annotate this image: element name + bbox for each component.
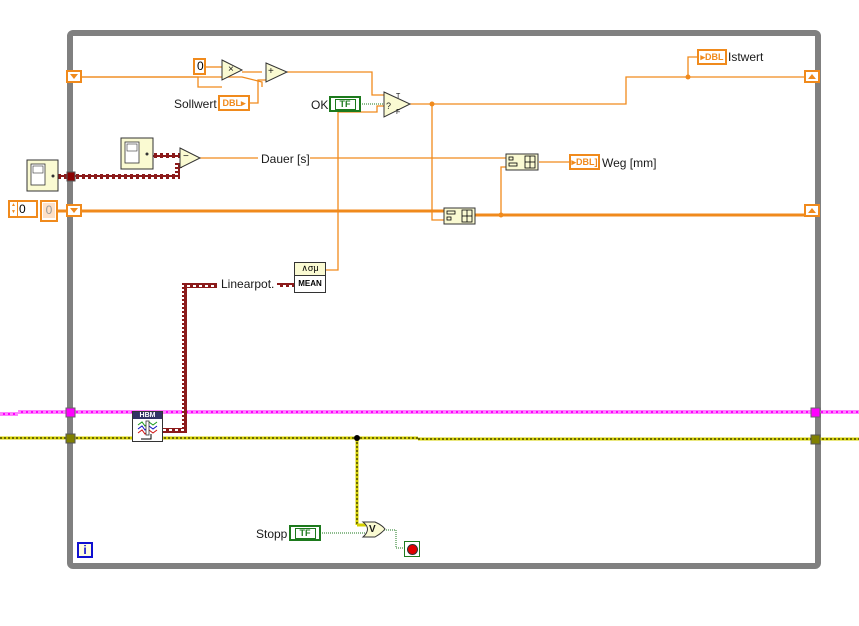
get-date-time-node-outer[interactable] [26,159,59,192]
multiply-glyph: × [228,64,234,75]
task-tunnel-left[interactable] [65,407,76,418]
weg-dbl-text: DBL [576,157,595,167]
increment-decrement-icon[interactable]: ▲▼ [10,202,18,216]
subtract-glyph: − [183,151,189,162]
waveform-read-icon [137,420,158,440]
get-date-time-node-inner[interactable] [120,137,154,170]
task-tunnel-right[interactable] [810,407,821,418]
add-glyph: + [268,66,274,77]
dauer-label: Dauer [s] [261,152,310,166]
build-array-node-top[interactable] [505,153,539,171]
multiply-constant-value: 0 [197,59,204,73]
shift-register-right-top[interactable] [804,70,820,83]
iteration-terminal-icon[interactable]: i [77,542,93,558]
error-tunnel-left[interactable] [65,433,76,444]
statistics-icon: ∧σμ [295,263,325,276]
init-shift-constant-value: 0 [43,203,55,218]
istwert-dbl-text: DBL [705,52,724,62]
hbm-daq-read-node[interactable]: HBM [132,411,163,442]
linearpot-label: Linearpot. [221,277,275,291]
istwert-label: Istwert [728,50,764,64]
ok-control-terminal[interactable]: TF [329,96,361,112]
shift-register-left-bottom[interactable] [66,204,82,217]
dbl-wires[interactable] [82,56,811,271]
istwert-indicator-terminal[interactable]: ▸DBL [697,49,727,65]
or-node[interactable] [361,521,386,538]
shift-register-left-top[interactable] [66,70,82,83]
init-shift-constant[interactable]: 0 [40,200,58,222]
bool-wires[interactable] [320,103,404,549]
multiply-node[interactable] [221,59,244,81]
select-true-glyph: T [396,93,401,100]
error-tunnel-right[interactable] [810,434,821,445]
ok-label: OK [311,98,329,112]
ok-tf-text: TF [334,99,356,110]
while-loop[interactable] [67,30,821,569]
task-wire[interactable] [0,410,859,416]
sollwert-label: Sollwert [174,97,217,111]
weg-indicator-terminal[interactable]: ▸DBL] [569,154,600,170]
shift-register-wire[interactable] [58,209,806,217]
cluster-tunnel[interactable] [66,171,76,182]
sollwert-control-terminal[interactable]: DBL▸ [218,95,250,111]
build-array-node-bottom[interactable] [443,207,476,225]
weg-label: Weg [mm] [602,156,657,170]
hbm-header: HBM [133,412,162,419]
while-loop-border[interactable] [67,30,821,569]
sollwert-dbl-text: DBL [222,98,241,108]
subtract-node[interactable] [179,147,202,169]
stopp-tf-text: TF [294,528,316,539]
multiply-constant[interactable]: 0 [193,58,206,75]
init-numeric-value: 0 [19,202,26,216]
init-numeric-control[interactable]: ▲▼ 0 [8,200,38,218]
shift-register-right-bottom[interactable] [804,204,820,217]
stopp-label: Stopp [256,527,288,541]
mean-text: MEAN [298,279,322,288]
stopp-control-terminal[interactable]: TF [289,525,321,541]
cluster-wire[interactable] [58,153,294,433]
error-wire[interactable] [0,435,859,527]
select-node[interactable] [383,91,412,118]
select-false-glyph: F [396,109,401,116]
add-node[interactable] [265,62,289,83]
loop-condition-terminal[interactable] [404,541,420,557]
select-question-glyph: ? [386,101,392,111]
or-glyph: V [369,524,376,535]
mean-node[interactable]: ∧σμ MEAN [294,262,326,293]
